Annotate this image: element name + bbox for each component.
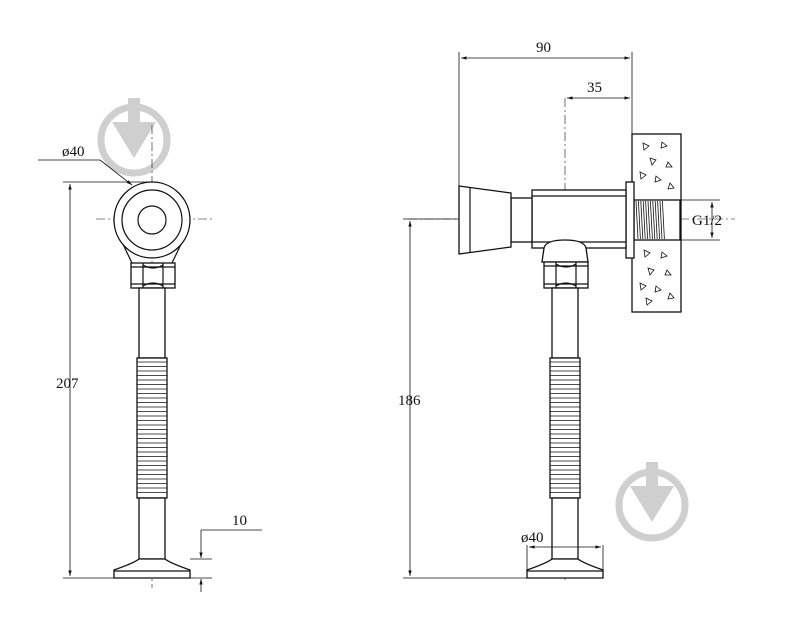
thread-line xyxy=(662,200,665,240)
front-base-thickness-label: 10 xyxy=(232,513,247,529)
thread-line xyxy=(635,200,639,240)
thread-line xyxy=(659,200,663,240)
thread-line xyxy=(640,200,644,240)
thread-line xyxy=(657,200,660,240)
side-offset-label: 35 xyxy=(587,80,602,96)
front-diameter-label: ø40 xyxy=(62,144,85,160)
front-corrugation xyxy=(137,361,167,493)
side-height-label: 186 xyxy=(398,393,421,409)
wall-texture xyxy=(639,141,675,306)
watermark-icon-top xyxy=(97,98,171,177)
thread-line xyxy=(652,200,656,240)
side-corrugation xyxy=(550,361,580,493)
side-view: 90 35 G1/2 186 ø40 xyxy=(398,40,735,580)
thread-hatching xyxy=(635,200,665,240)
side-base-diameter-label: ø40 xyxy=(521,530,544,546)
watermark-icon-bottom xyxy=(615,462,689,542)
thread-line xyxy=(647,200,651,240)
side-length-label: 90 xyxy=(536,40,551,56)
side-thread-label: G1/2 xyxy=(692,213,722,229)
thread-line xyxy=(650,200,653,240)
thread-line xyxy=(654,200,658,240)
thread-line xyxy=(642,200,646,240)
front-height-label: 207 xyxy=(56,376,79,392)
front-view: ø40 207 10 xyxy=(38,125,262,592)
thread-line xyxy=(645,200,648,240)
thread-line xyxy=(638,200,641,240)
